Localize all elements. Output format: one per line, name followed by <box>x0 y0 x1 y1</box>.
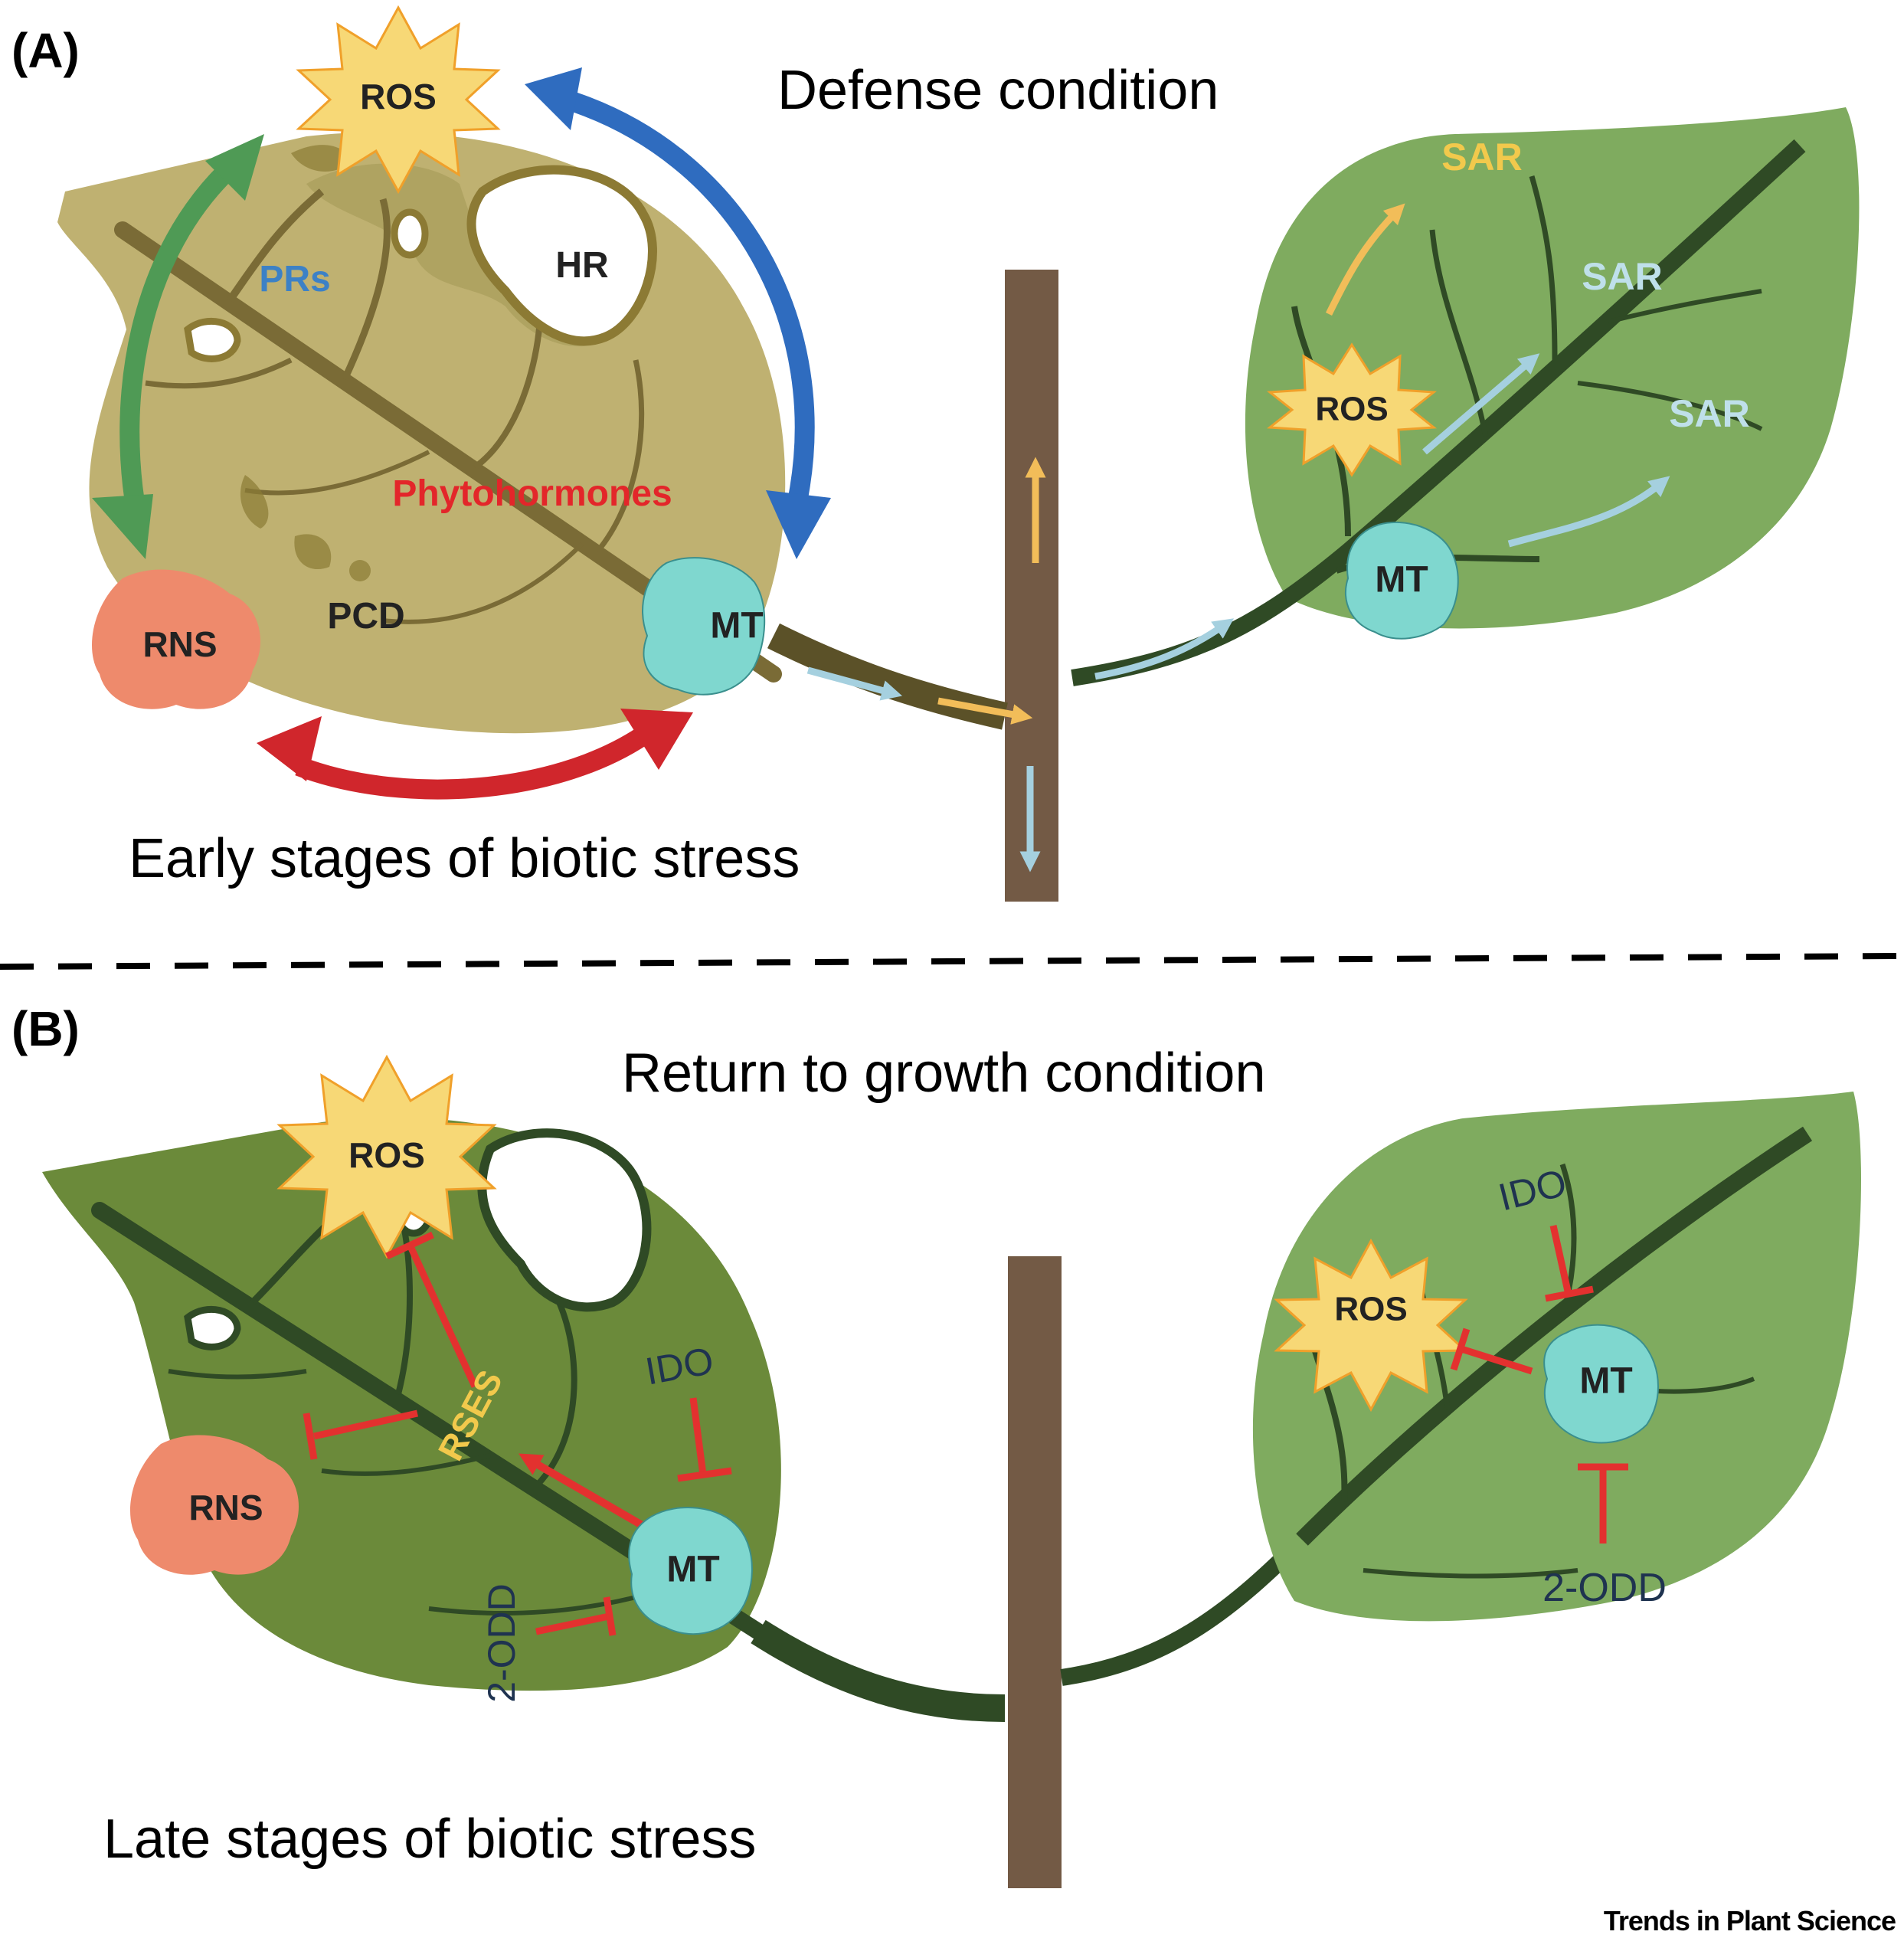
green-double-arrow <box>119 157 240 523</box>
panel-a-title: Defense condition <box>777 60 1219 121</box>
footer-credit: Trends in Plant Science <box>1604 1905 1896 1936</box>
sar-label-top: SAR <box>1441 136 1523 178</box>
red-arrowhead-right <box>620 709 693 770</box>
inhibit-odd-left <box>535 1596 617 1636</box>
hr-label: HR <box>555 245 608 286</box>
stem-b <box>1008 1256 1062 1888</box>
rns-label-b: RNS <box>188 1488 263 1527</box>
mt-label-b-left: MT <box>666 1550 719 1590</box>
odd-label-right: 2-ODD <box>1543 1566 1667 1610</box>
panel-b-subtitle: Late stages of biotic stress <box>103 1809 756 1870</box>
mt-label-a-left: MT <box>710 606 763 647</box>
inhibit-odd-right <box>1578 1463 1628 1544</box>
mt-label-a-right: MT <box>1375 560 1428 601</box>
sar-label-right: SAR <box>1669 392 1750 435</box>
red-double-arrow <box>295 727 649 800</box>
ros-label-b-right: ROS <box>1334 1291 1407 1328</box>
inhibit-rses-rns <box>303 1409 418 1460</box>
mt-blob-a-left <box>642 557 766 696</box>
panel-a-label: (A) <box>11 23 80 78</box>
rns-label-a: RNS <box>142 624 217 664</box>
stressed-leaf <box>57 132 786 734</box>
mt-label-b-right: MT <box>1579 1361 1632 1402</box>
red-arrowhead-left <box>257 716 322 781</box>
inhibit-ido-left <box>677 1397 732 1482</box>
mt-to-rses-arrow <box>519 1453 649 1532</box>
panel-b-label: (B) <box>11 1001 80 1056</box>
blue-double-arrow <box>564 90 815 508</box>
panel-b-title: Return to growth condition <box>622 1043 1265 1104</box>
inhibit-ido-right <box>1545 1225 1594 1302</box>
odd-label-left: 2-ODD <box>480 1583 523 1703</box>
inhibit-rses-ros <box>385 1231 479 1388</box>
blue-arrowhead-top <box>525 67 582 130</box>
phytohormones-label: Phytohormones <box>392 473 672 514</box>
ros-label-a-right: ROS <box>1315 391 1388 428</box>
ros-star-a-left <box>296 5 501 195</box>
ros-label-b-left: ROS <box>348 1135 425 1175</box>
green-arrowhead-bottom <box>92 494 153 559</box>
mt-blob-b-right <box>1543 1324 1659 1444</box>
panel-divider <box>0 953 1904 970</box>
rns-blob-a <box>92 569 260 709</box>
prs-label: PRs <box>259 259 330 300</box>
sar-label-mid: SAR <box>1582 255 1663 298</box>
rns-blob-b <box>130 1435 299 1575</box>
pcd-label: PCD <box>327 596 404 637</box>
ros-star-a-right <box>1267 342 1437 477</box>
ros-star-b-right <box>1274 1238 1468 1413</box>
panel-a-subtitle: Early stages of biotic stress <box>129 828 800 889</box>
blue-arrowhead-bottom <box>766 490 831 559</box>
petiole-b-left <box>751 1619 1006 1722</box>
mt-blob-b-left <box>628 1507 753 1635</box>
green-arrowhead-top <box>205 134 264 201</box>
ros-label-a-left: ROS <box>360 77 437 116</box>
inhibit-mt-ros-right <box>1450 1327 1533 1375</box>
mt-blob-a-right <box>1344 521 1459 640</box>
